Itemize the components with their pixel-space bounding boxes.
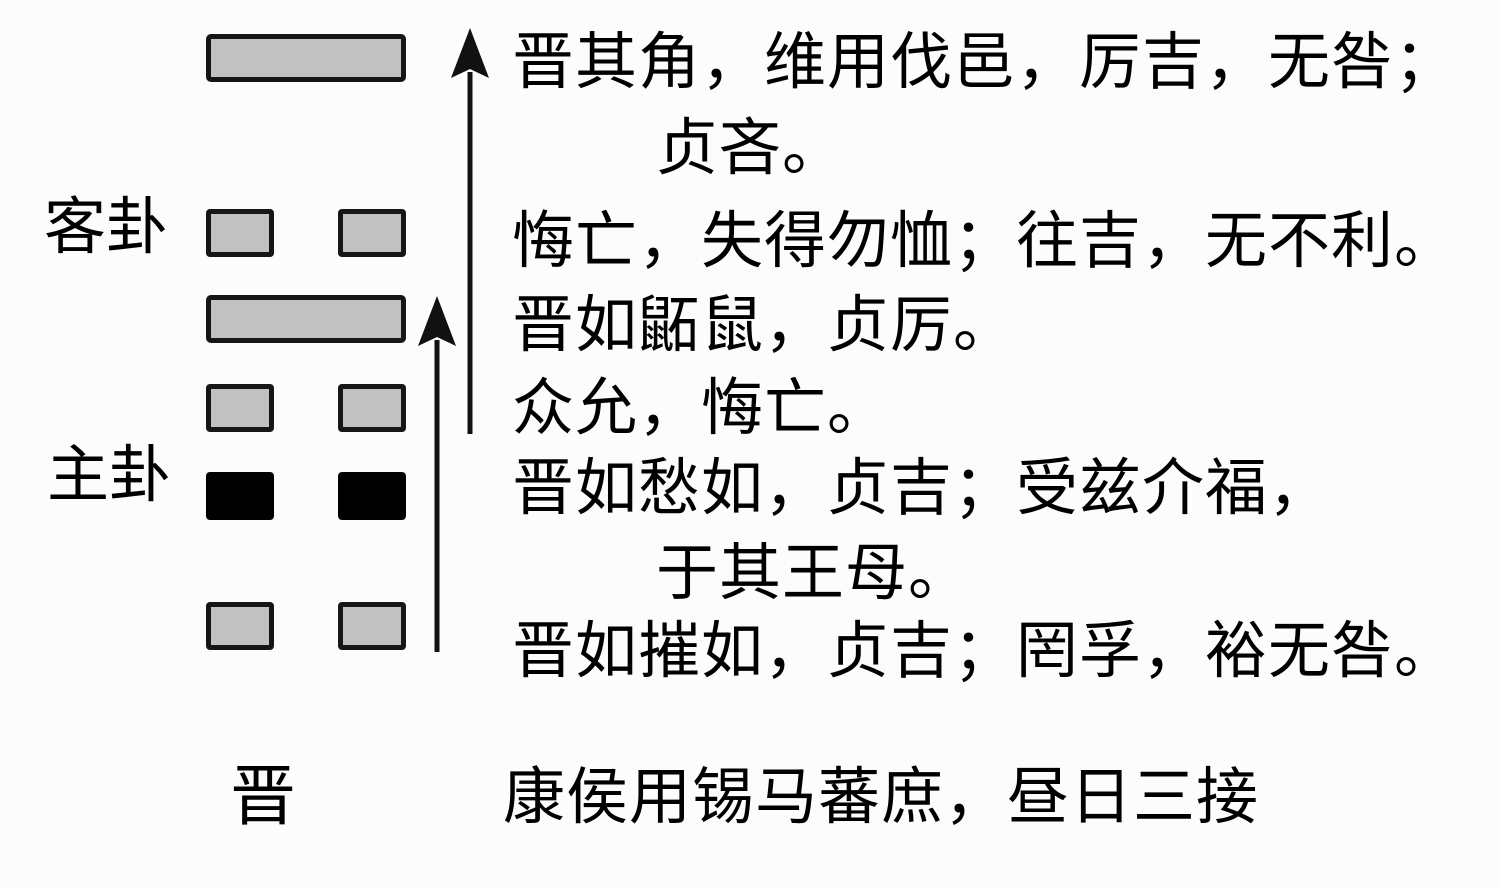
guest-trigram-label: 客卦 xyxy=(44,194,169,262)
hexagram-line-6-yang xyxy=(206,34,406,82)
hexagram-line-3-yin xyxy=(206,384,406,432)
yin-line-left-segment xyxy=(206,384,274,432)
hexagram-line-4-yang xyxy=(206,295,406,343)
line-2-statement: 晋如愁如，贞吉；受兹介福， xyxy=(512,455,1332,523)
yin-line-left-segment xyxy=(206,209,274,257)
up-arrow-icon xyxy=(451,28,489,434)
yang-line-bar xyxy=(206,34,406,82)
yin-line-left-segment xyxy=(206,602,274,650)
line-3-statement: 众允，悔亡。 xyxy=(512,375,891,443)
line-1-statement: 晋如摧如，贞吉；罔孚，裕无咎。 xyxy=(512,618,1458,686)
line-5-statement: 悔亡，失得勿恤；往吉，无不利。 xyxy=(512,208,1458,276)
line-6-statement: 晋其角，维用伐邑，厉吉，无咎； xyxy=(512,29,1458,97)
yin-line-right-segment-black xyxy=(338,472,406,520)
yin-line-left-segment-black xyxy=(206,472,274,520)
line-6-statement-wrap: 贞吝。 xyxy=(656,115,846,183)
host-trigram-label: 主卦 xyxy=(47,442,172,510)
hexagram-name: 晋 xyxy=(230,761,296,834)
yang-line-bar xyxy=(206,295,406,343)
hexagram-line-5-yin xyxy=(206,209,406,257)
yin-line-right-segment xyxy=(338,602,406,650)
line-2-statement-wrap: 于其王母。 xyxy=(656,540,972,608)
hexagram-line-1-yin xyxy=(206,602,406,650)
yin-line-right-segment xyxy=(338,384,406,432)
up-arrow-icon xyxy=(418,296,456,652)
hexagram-line-2-yin-black xyxy=(206,472,406,520)
line-4-statement: 晋如鼫鼠，贞厉。 xyxy=(512,292,1017,360)
hexagram-judgment: 康侯用锡马蕃庶，昼日三接 xyxy=(503,764,1260,832)
yin-line-right-segment xyxy=(338,209,406,257)
